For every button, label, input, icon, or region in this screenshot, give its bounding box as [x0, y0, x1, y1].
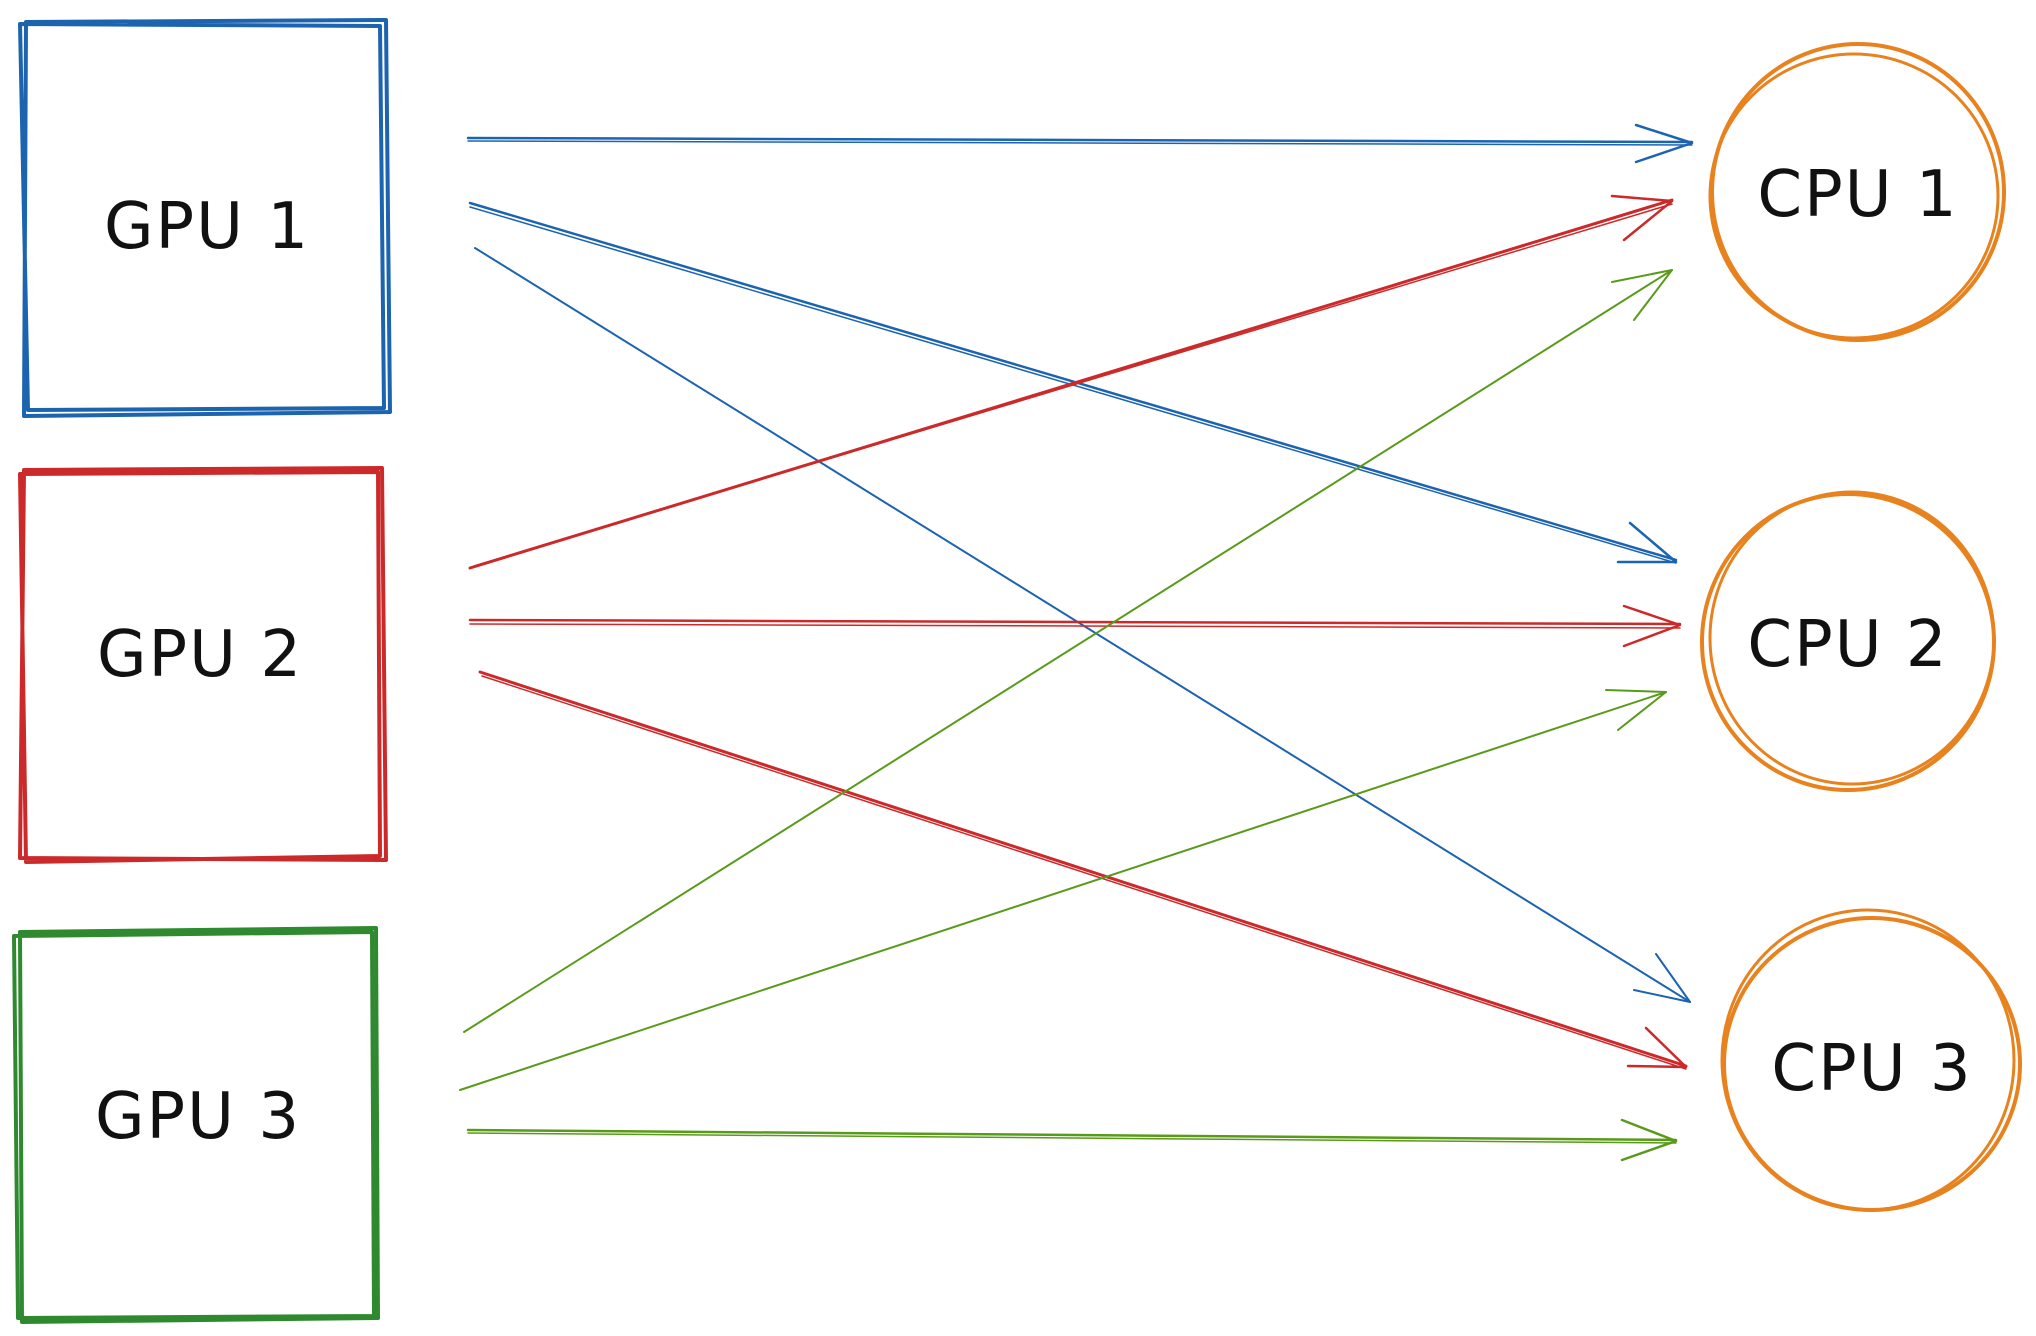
gpu-node-1: GPU 1 [18, 18, 392, 418]
gpu-box-1 [18, 18, 392, 418]
edge-gpu3-cpu3 [466, 1118, 1678, 1162]
edge-gpu2-cpu1 [468, 194, 1674, 570]
cpu-circle-1 [1710, 42, 2006, 342]
cpu-label-2: CPU 2 [1747, 608, 1948, 682]
cpu-node-1: CPU 1 [1708, 42, 2006, 342]
cpu-label-1: CPU 1 [1757, 158, 1958, 232]
cpu-circle-1-trace [1708, 52, 2000, 340]
cpu-node-2: CPU 2 [1700, 490, 1996, 792]
cpu-circle-2-trace [1708, 490, 1996, 786]
gpu-node-2: GPU 2 [18, 466, 388, 864]
edge-gpu3-cpu2 [459, 689, 1667, 1091]
gpu-box-2 [18, 466, 388, 864]
cpu-circle-3-trace [1720, 908, 2016, 1212]
gpu-node-3: GPU 3 [12, 926, 380, 1324]
edge-gpu1-cpu1 [466, 123, 1694, 164]
edge-gpu1-cpu3 [474, 247, 1691, 1003]
gpu-box-3 [12, 926, 380, 1324]
edge-gpu2-cpu3 [478, 670, 1688, 1070]
gpu-label-2: GPU 2 [97, 618, 303, 692]
edge-gpu3-cpu1 [463, 269, 1673, 1033]
gpu-label-3: GPU 3 [95, 1080, 301, 1154]
edge-gpu2-cpu2 [468, 604, 1682, 648]
cpu-node-3: CPU 3 [1720, 908, 2022, 1212]
cpu-label-3: CPU 3 [1771, 1032, 1972, 1106]
gpu-label-1: GPU 1 [104, 190, 310, 264]
